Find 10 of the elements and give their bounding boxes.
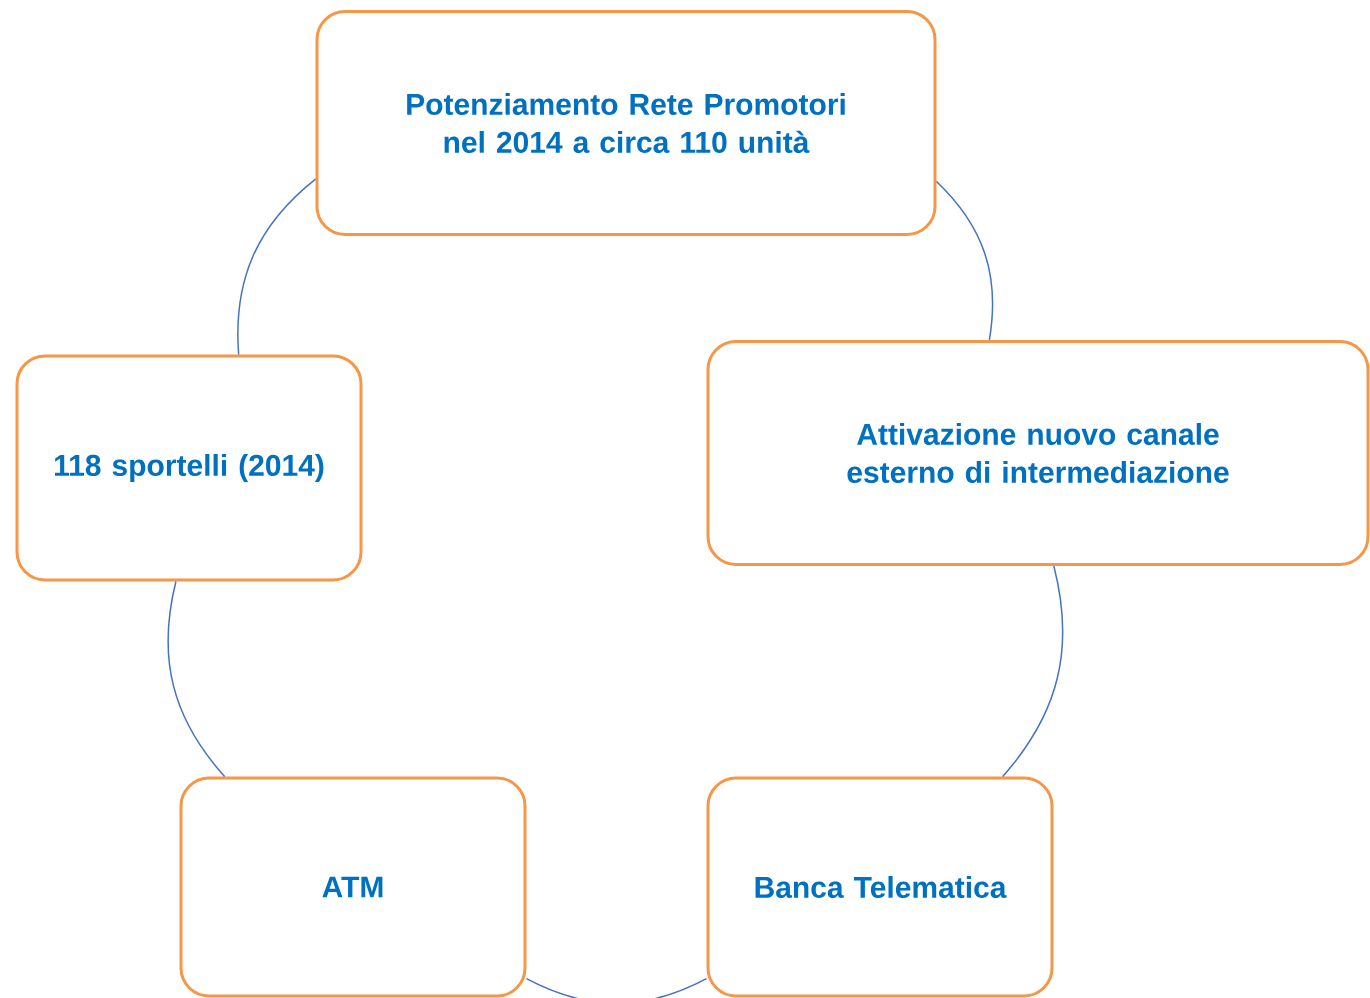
- connector-arc: [1001, 565, 1064, 778]
- process-box: Banca Telematica: [706, 776, 1054, 998]
- connector-arc: [935, 180, 994, 341]
- process-box: ATM: [179, 776, 527, 998]
- process-box: Potenziamento Rete Promotori nel 2014 a circa 110 unità: [315, 10, 937, 236]
- process-box: Attivazione nuovo canale esterno di intermediazione: [706, 340, 1370, 566]
- connector-arc: [167, 580, 226, 778]
- connector-arc: [525, 977, 708, 998]
- process-box: 118 sportelli (2014): [15, 354, 363, 582]
- connector-arc: [237, 178, 317, 356]
